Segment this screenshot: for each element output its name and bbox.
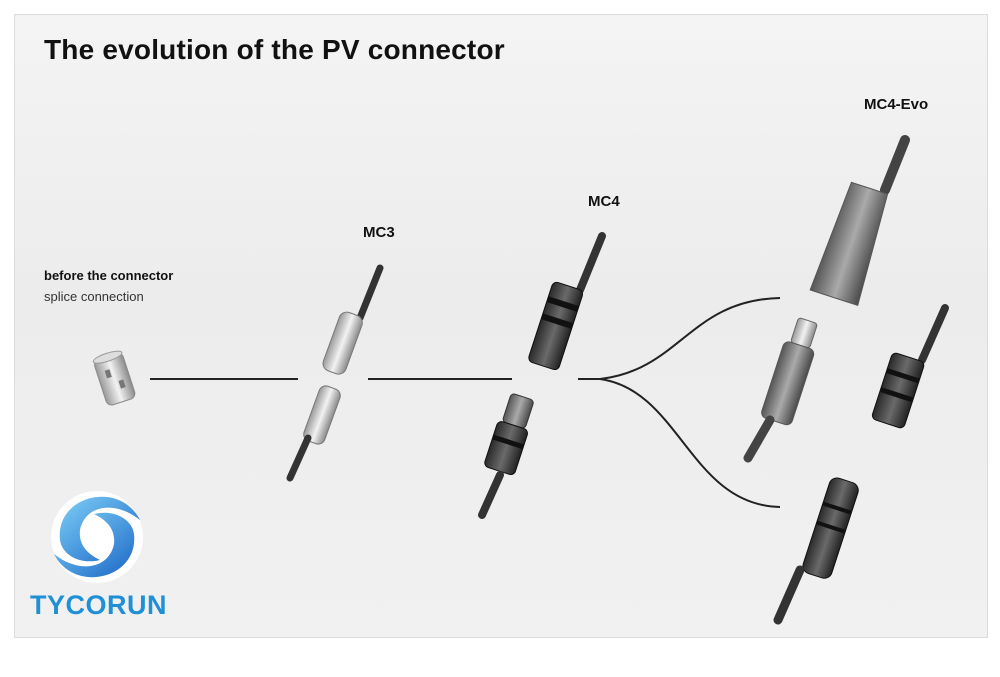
mc4-evo-connector-icon [743, 135, 949, 625]
splice-sleeve-icon [92, 350, 136, 406]
before-connector-label: before the connector [44, 268, 174, 283]
splice-connection-label: splice connection [44, 289, 144, 304]
brand-name: TYCORUN [30, 590, 167, 620]
mc4-label: MC4 [588, 193, 620, 210]
evolution-lines [150, 297, 781, 508]
mc4-evo-label: MC4-Evo [864, 96, 929, 113]
mc3-label: MC3 [363, 224, 395, 241]
mc3-connector-icon [286, 264, 384, 482]
tycorun-logo-icon [51, 491, 143, 583]
mc4-connector-icon [478, 232, 606, 519]
page-title: The evolution of the PV connector [44, 34, 505, 65]
